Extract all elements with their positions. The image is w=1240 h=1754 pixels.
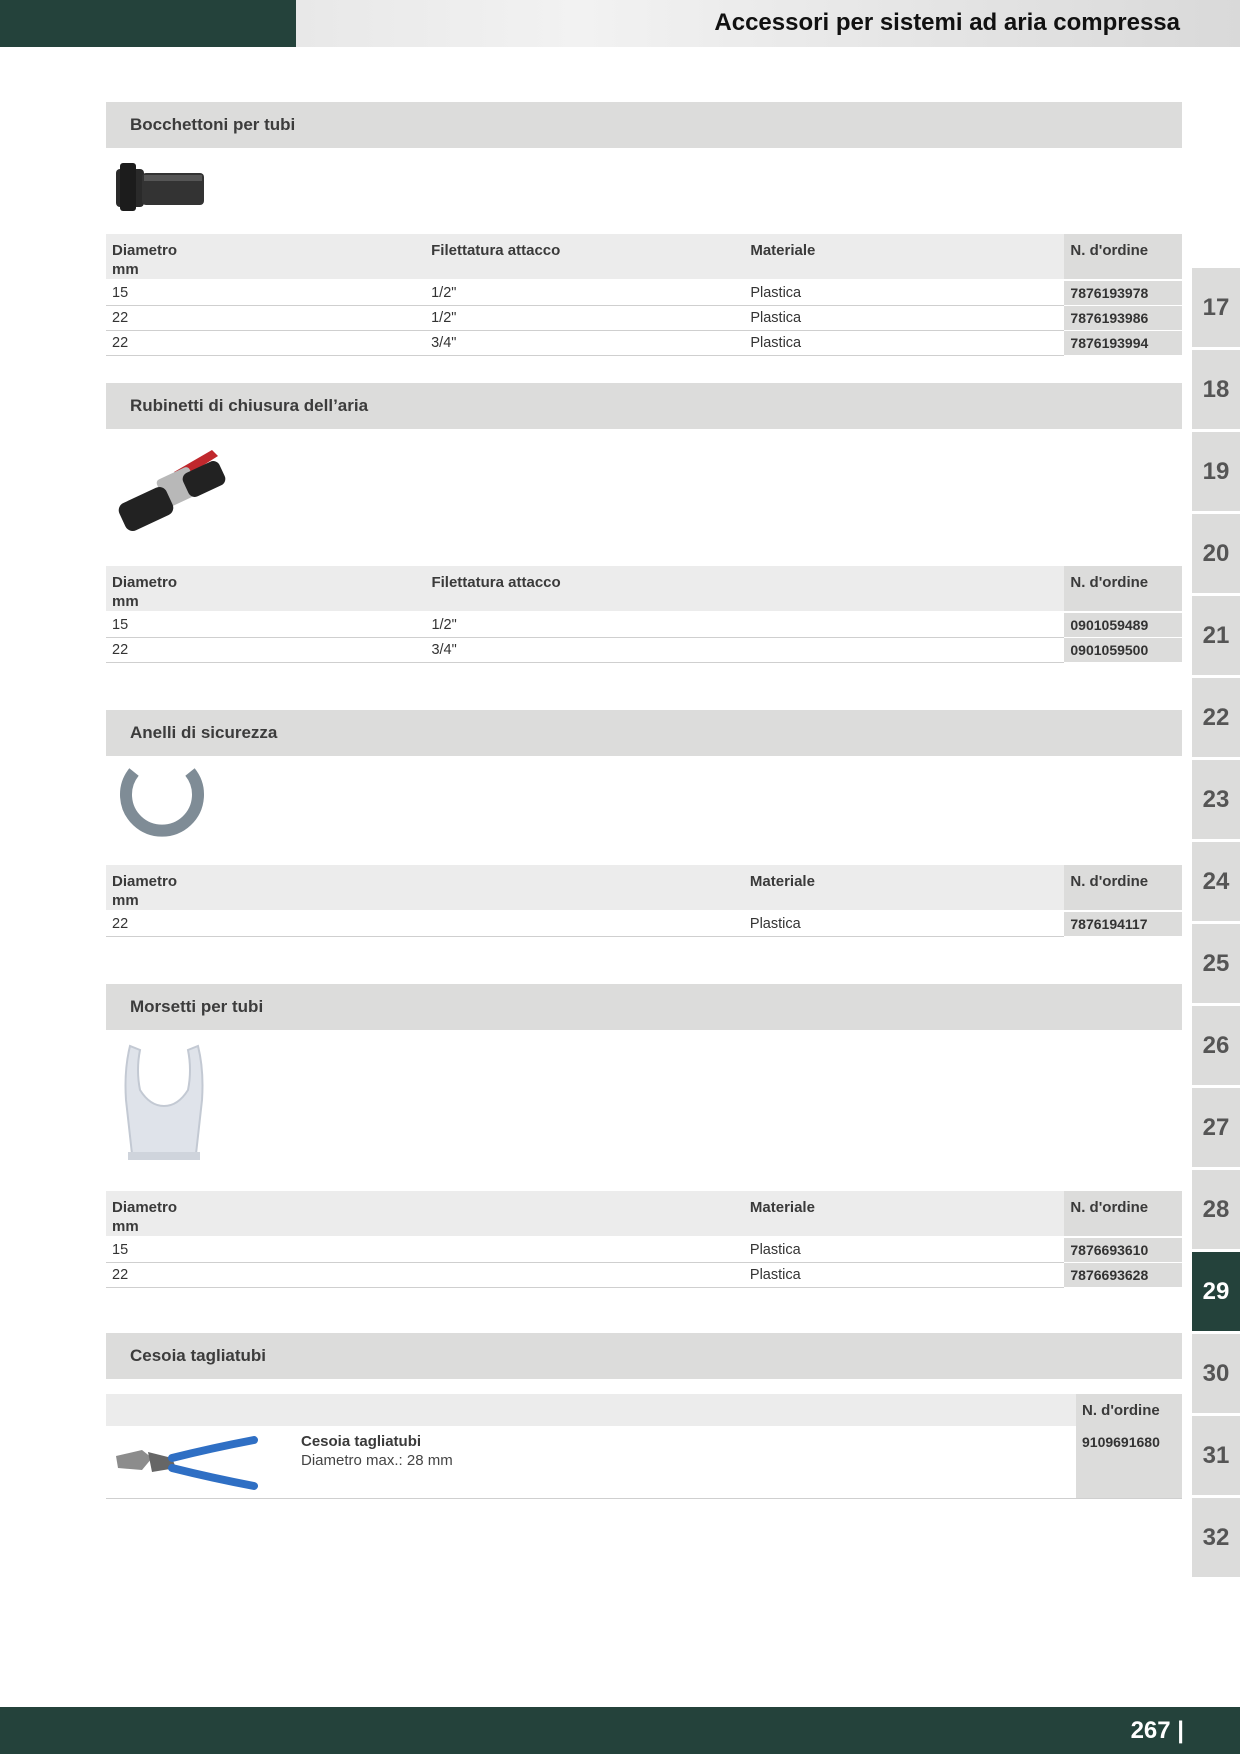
section-title: Anelli di sicurezza (130, 723, 278, 742)
tab-21[interactable]: 21 (1192, 596, 1240, 675)
order-number: 7876193994 (1064, 330, 1182, 356)
col-header-order: N. d'ordine (1082, 1402, 1160, 1419)
order-number: 7876693610 (1064, 1238, 1182, 1263)
table-rubinetti: Diametro mm Filettatura attacco N. d'ord… (106, 566, 1182, 663)
col-header-materiale: Materiale (744, 234, 1065, 279)
col-header-filettatura: Filettatura attacco (425, 234, 745, 279)
section-heading-morsetti: Morsetti per tubi (106, 984, 1182, 1030)
header-brand-block (0, 0, 296, 47)
page-title: Accessori per sistemi ad aria compressa (714, 9, 1180, 36)
tab-26[interactable]: 26 (1192, 1006, 1240, 1085)
order-number: 7876193978 (1064, 281, 1182, 306)
tab-30[interactable]: 30 (1192, 1334, 1240, 1413)
table-bocchettoni: Diametro mm Filettatura attacco Material… (106, 234, 1182, 356)
tab-27[interactable]: 27 (1192, 1088, 1240, 1167)
order-number: 7876193986 (1064, 305, 1182, 331)
cutter-table-header: N. d'ordine (106, 1394, 1182, 1426)
col-header-order: N. d'ordine (1064, 234, 1182, 279)
col-header-diametro: Diametro mm (106, 566, 426, 611)
col-header-materiale: Materiale (743, 1191, 1065, 1236)
col-header-diametro: Diametro mm (106, 865, 744, 910)
section-heading-bocchettoni: Bocchettoni per tubi (106, 102, 1182, 148)
section-heading-rubinetti: Rubinetti di chiusura dell’aria (106, 383, 1182, 429)
section-title: Morsetti per tubi (130, 997, 264, 1016)
page-number: 267 | (1130, 1717, 1184, 1744)
tab-28[interactable]: 28 (1192, 1170, 1240, 1249)
cutter-name: Cesoia tagliatubi (301, 1433, 422, 1450)
order-number: 0901059489 (1064, 613, 1182, 638)
tab-32[interactable]: 32 (1192, 1498, 1240, 1577)
order-number: 0901059500 (1064, 637, 1182, 663)
tab-22[interactable]: 22 (1192, 678, 1240, 757)
col-header-materiale: Materiale (743, 865, 1065, 910)
tab-18[interactable]: 18 (1192, 350, 1240, 429)
tab-17[interactable]: 17 (1192, 268, 1240, 347)
tab-25[interactable]: 25 (1192, 924, 1240, 1003)
tab-23[interactable]: 23 (1192, 760, 1240, 839)
section-title: Rubinetti di chiusura dell’aria (130, 396, 369, 415)
chapter-tabs: 17 18 19 20 21 22 23 24 25 26 27 28 29 3… (1192, 268, 1240, 1580)
tab-19[interactable]: 19 (1192, 432, 1240, 511)
section-title: Bocchettoni per tubi (130, 115, 296, 134)
order-number: 9109691680 (1082, 1434, 1160, 1450)
pipe-clamp-image (124, 1044, 204, 1160)
tab-20[interactable]: 20 (1192, 514, 1240, 593)
col-header-order: N. d'ordine (1064, 566, 1182, 611)
tab-24[interactable]: 24 (1192, 842, 1240, 921)
col-header-diametro: Diametro mm (106, 1191, 744, 1236)
col-header-order: N. d'ordine (1064, 1191, 1182, 1236)
header-bar: Accessori per sistemi ad aria compressa (296, 0, 1240, 47)
pipe-cutter-image (116, 1436, 258, 1490)
order-number: 7876194117 (1064, 912, 1182, 937)
tab-29[interactable]: 29 (1192, 1252, 1240, 1331)
footer-bar: 267 | (0, 1707, 1240, 1754)
safety-ring-image (120, 768, 204, 837)
col-header-filettatura: Filettatura attacco (425, 566, 1065, 611)
tab-31[interactable]: 31 (1192, 1416, 1240, 1495)
section-heading-cesoia: Cesoia tagliatubi (106, 1333, 1182, 1379)
table-row: Cesoia tagliatubi Diametro max.: 28 mm 9… (106, 1426, 1182, 1499)
col-header-order: N. d'ordine (1064, 865, 1182, 910)
order-number: 7876693628 (1064, 1262, 1182, 1288)
pipe-connector-image (116, 163, 204, 211)
section-heading-anelli: Anelli di sicurezza (106, 710, 1182, 756)
col-header-diametro: Diametro mm (106, 234, 426, 279)
section-title: Cesoia tagliatubi (130, 1346, 267, 1365)
cutter-description: Diametro max.: 28 mm (301, 1452, 453, 1469)
ball-valve-image (118, 450, 226, 531)
